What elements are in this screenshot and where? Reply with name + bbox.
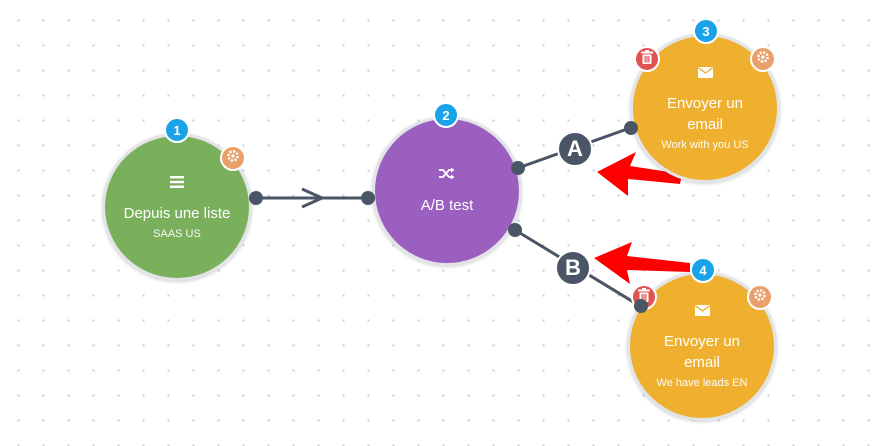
settings-gear-button[interactable]: [220, 145, 246, 171]
step-number-badge: 3: [693, 18, 719, 44]
shuffle-icon: [439, 167, 455, 185]
input-port[interactable]: [361, 191, 375, 205]
red-pointer-arrow-a: [597, 152, 682, 196]
settings-gear-button[interactable]: [750, 46, 776, 72]
input-port[interactable]: [624, 121, 638, 135]
output-port[interactable]: [249, 191, 263, 205]
link-direction-arrow: [301, 187, 324, 209]
step-number-badge: 1: [164, 117, 190, 143]
node-title: A/B test: [420, 196, 474, 214]
node-list-source[interactable]: Depuis une liste SAAS US: [102, 133, 252, 281]
node-subtitle: Work with you US: [661, 139, 749, 151]
node-ab-test[interactable]: A/B test: [372, 116, 522, 266]
node-subtitle: SAAS US: [153, 227, 201, 240]
list-icon: [170, 175, 184, 193]
delete-button[interactable]: [634, 46, 660, 72]
input-port[interactable]: [634, 299, 648, 313]
node-subtitle: We have leads EN: [656, 377, 748, 389]
envelope-icon: [697, 65, 713, 83]
node-title: Envoyer un email: [664, 333, 740, 371]
step-number-badge: 2: [433, 102, 459, 128]
gear-icon: [753, 288, 767, 307]
red-pointer-arrow-b: [594, 242, 690, 284]
step-number-badge: 4: [690, 257, 716, 283]
gear-icon: [756, 50, 770, 69]
output-port-b[interactable]: [508, 223, 522, 237]
node-title: Depuis une liste: [123, 204, 231, 222]
trash-icon: [641, 49, 653, 69]
settings-gear-button[interactable]: [747, 284, 773, 310]
envelope-icon: [694, 303, 710, 321]
branch-b-label[interactable]: B: [555, 250, 591, 286]
node-title: Envoyer un email: [667, 95, 743, 133]
output-port-a[interactable]: [511, 161, 525, 175]
gear-icon: [226, 149, 240, 168]
branch-a-label[interactable]: A: [557, 131, 593, 167]
